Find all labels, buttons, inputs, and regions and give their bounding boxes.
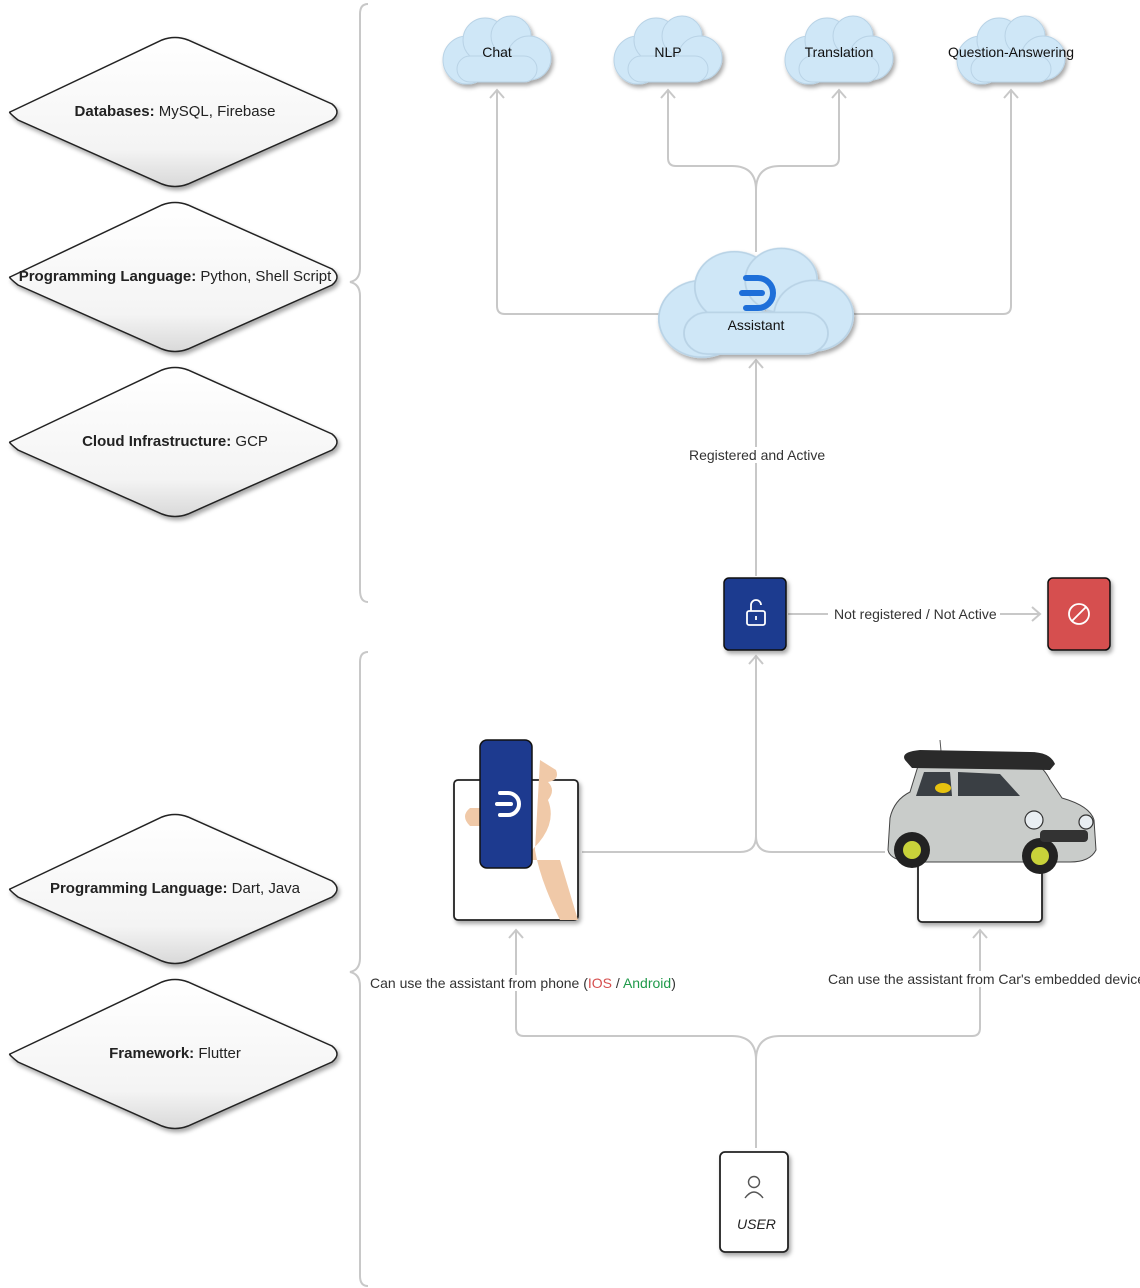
stack-programming-backend-label: Programming Language: Python, Shell Scri…: [18, 268, 332, 285]
stack-diamond-databases: [8, 36, 338, 188]
service-chat-label: Chat: [482, 44, 512, 60]
hand-holding-phone-icon: [465, 739, 578, 920]
not-registered-label: Not registered / Not Active: [834, 606, 997, 622]
bracket-backend: [349, 3, 369, 603]
assistant-logo-icon: [739, 275, 776, 311]
arrow-heads: [489, 88, 1042, 939]
user-icon: [744, 1175, 764, 1199]
unlock-icon: [746, 599, 766, 626]
user-label: USER: [737, 1216, 776, 1232]
service-translation-label: Translation: [804, 44, 874, 60]
service-nlp-label: NLP: [654, 44, 682, 60]
service-question-answering-label: Question-Answering: [947, 44, 1075, 60]
car-usage-label: Can use the assistant from Car's embedde…: [828, 971, 1140, 987]
blocked-icon: [1068, 603, 1090, 625]
cloud-assistant: [657, 247, 855, 359]
lock-box[interactable]: [723, 577, 787, 651]
assistant-label: Assistant: [727, 317, 785, 333]
stack-diamond-framework: [8, 978, 338, 1130]
stack-programming-frontend-label: Programming Language: Dart, Java: [49, 880, 301, 897]
phone-usage-label: Can use the assistant from phone (IOS / …: [370, 975, 676, 991]
stack-diamond-programming-frontend: [8, 813, 338, 965]
stack-framework-label: Framework: Flutter: [109, 1045, 241, 1062]
stack-diamond-programming-backend: [8, 201, 338, 353]
registered-active-label: Registered and Active: [689, 447, 826, 463]
android-label: Android: [622, 975, 672, 991]
stack-cloud-label: Cloud Infrastructure: GCP: [82, 433, 268, 450]
car-icon: [887, 739, 1097, 874]
user-box[interactable]: [719, 1151, 789, 1253]
stack-diamond-cloud: [8, 366, 338, 518]
ios-label: IOS: [587, 975, 613, 991]
bracket-frontend: [349, 651, 369, 1287]
stack-databases-label: Databases: MySQL, Firebase: [74, 103, 276, 120]
connectors: [496, 90, 1040, 1148]
